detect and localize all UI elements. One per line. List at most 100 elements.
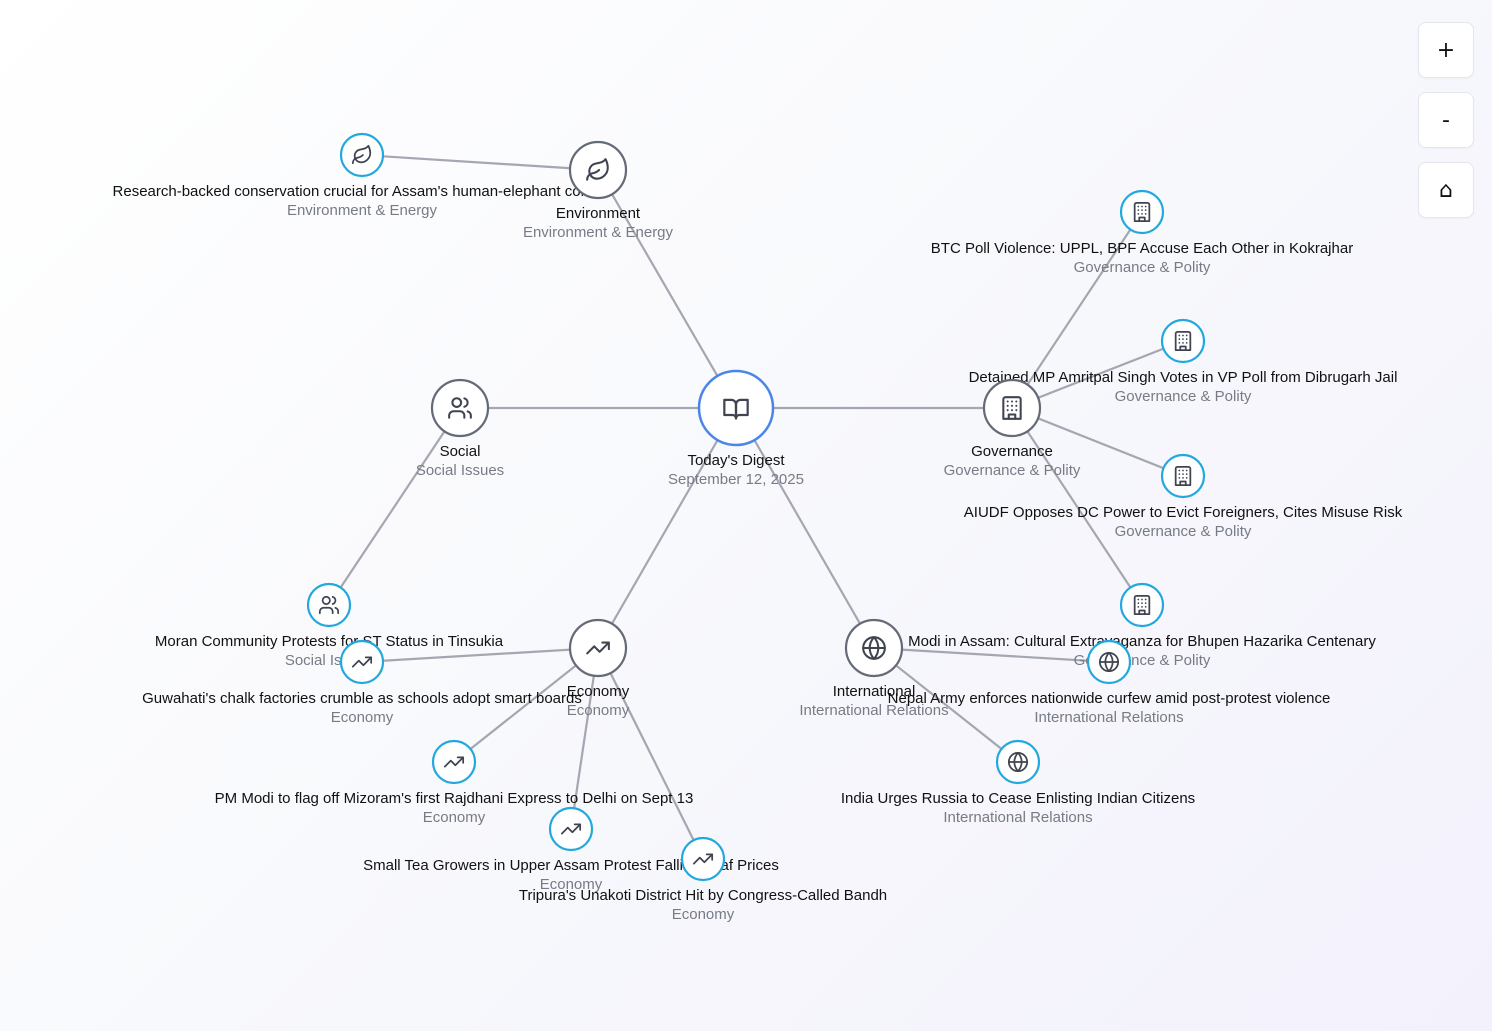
article-node-circle[interactable]	[431, 739, 477, 785]
zoom-out-button[interactable]: -	[1418, 92, 1474, 148]
category-node-subtitle: Economy	[567, 702, 630, 719]
article-node-a5[interactable]: Modi in Assam: Cultural Extravaganza for…	[908, 582, 1376, 669]
article-node-a6[interactable]: Moran Community Protests for ST Status i…	[155, 582, 504, 669]
leaf-icon	[351, 144, 372, 165]
edge-root-environment	[597, 169, 737, 409]
category-node-title: Governance	[971, 443, 1053, 460]
users-icon	[318, 595, 340, 615]
globe-icon	[862, 636, 886, 660]
root-node-title: Today's Digest	[687, 452, 785, 469]
article-node-circle[interactable]	[306, 582, 352, 628]
article-node-subtitle: International Relations	[1034, 709, 1183, 726]
article-node-title: Detained MP Amritpal Singh Votes in VP P…	[969, 369, 1398, 386]
globe-icon	[1098, 651, 1120, 673]
article-node-title: India Urges Russia to Cease Enlisting In…	[841, 790, 1195, 807]
article-node-a11[interactable]: Nepal Army enforces nationwide curfew am…	[888, 639, 1331, 726]
edge-economy-a9	[569, 647, 600, 830]
category-node-title: International	[833, 683, 916, 700]
edge-international-a12	[873, 647, 1019, 763]
article-node-circle[interactable]	[1160, 453, 1206, 499]
book-icon	[723, 398, 749, 420]
edge-root-international	[735, 407, 875, 649]
edge-international-a11	[873, 646, 1110, 664]
building-icon	[1174, 330, 1192, 352]
trending-up-icon	[560, 823, 582, 835]
trending-up-icon	[586, 641, 610, 655]
article-node-a9[interactable]: Small Tea Growers in Upper Assam Protest…	[363, 806, 779, 893]
article-node-subtitle: Environment & Energy	[287, 202, 438, 219]
nodes-layer: Research-backed conservation crucial for…	[113, 132, 1403, 923]
article-node-subtitle: Economy	[331, 709, 394, 726]
root-node-subtitle: September 12, 2025	[668, 471, 804, 488]
article-node-subtitle: Economy	[540, 876, 603, 893]
category-node-title: Environment	[556, 205, 641, 222]
trending-up-icon	[443, 756, 465, 768]
category-node-title: Social	[440, 443, 481, 460]
article-node-circle[interactable]	[1160, 318, 1206, 364]
article-node-subtitle: Economy	[423, 809, 486, 826]
article-node-a8[interactable]: PM Modi to flag off Mizoram's first Rajd…	[215, 739, 694, 826]
article-node-a3[interactable]: Detained MP Amritpal Singh Votes in VP P…	[969, 318, 1398, 405]
article-node-title: AIUDF Opposes DC Power to Evict Foreigne…	[964, 504, 1403, 521]
article-node-a2[interactable]: BTC Poll Violence: UPPL, BPF Accuse Each…	[931, 189, 1353, 276]
article-node-a4[interactable]: AIUDF Opposes DC Power to Evict Foreigne…	[964, 453, 1403, 540]
edge-governance-a5	[1011, 407, 1143, 606]
article-node-title: Tripura's Unakoti District Hit by Congre…	[519, 887, 887, 904]
category-node-circle[interactable]	[982, 378, 1042, 438]
building-icon	[1133, 594, 1151, 616]
reset-view-button[interactable]: ⌂	[1418, 162, 1474, 218]
article-node-title: Moran Community Protests for ST Status i…	[155, 633, 504, 650]
building-icon	[1174, 465, 1192, 487]
article-node-title: Guwahati's chalk factories crumble as sc…	[142, 690, 582, 707]
article-node-subtitle: Governance & Polity	[1115, 388, 1252, 405]
article-node-circle[interactable]	[680, 836, 726, 882]
article-node-circle[interactable]	[548, 806, 594, 852]
zoom-in-button[interactable]: +	[1418, 22, 1474, 78]
article-node-title: Modi in Assam: Cultural Extravaganza for…	[908, 633, 1376, 650]
article-node-subtitle: International Relations	[943, 809, 1092, 826]
edge-economy-a8	[453, 647, 599, 763]
edge-economy-a7	[361, 646, 599, 664]
article-node-a10[interactable]: Tripura's Unakoti District Hit by Congre…	[519, 836, 887, 923]
edge-social-a6	[328, 407, 461, 606]
category-node-circle[interactable]	[430, 378, 490, 438]
article-node-circle[interactable]	[1119, 582, 1165, 628]
edge-environment-a1	[361, 153, 599, 172]
edge-economy-a10	[597, 647, 704, 860]
leaf-icon	[586, 158, 609, 181]
category-node-subtitle: International Relations	[799, 702, 948, 719]
article-node-a7[interactable]: Guwahati's chalk factories crumble as sc…	[142, 639, 582, 726]
building-icon	[1002, 396, 1022, 420]
edge-governance-a4	[1011, 406, 1184, 478]
building-icon	[1133, 201, 1151, 223]
article-node-title: PM Modi to flag off Mizoram's first Rajd…	[215, 790, 694, 807]
edge-governance-a2	[1011, 211, 1143, 409]
category-node-subtitle: Social Issues	[416, 462, 504, 479]
category-node-circle[interactable]	[568, 618, 628, 678]
article-node-title: Small Tea Growers in Upper Assam Protest…	[363, 857, 779, 874]
article-node-subtitle: Governance & Polity	[1115, 523, 1252, 540]
article-node-title: Nepal Army enforces nationwide curfew am…	[888, 690, 1331, 707]
article-node-subtitle: Economy	[672, 906, 735, 923]
article-node-title: BTC Poll Violence: UPPL, BPF Accuse Each…	[931, 240, 1353, 257]
article-node-a1[interactable]: Research-backed conservation crucial for…	[113, 132, 613, 219]
article-node-circle[interactable]	[339, 639, 385, 685]
trending-up-icon	[692, 853, 714, 865]
article-node-circle[interactable]	[1119, 189, 1165, 235]
trending-up-icon	[351, 656, 373, 668]
users-icon	[448, 397, 472, 419]
edges-layer	[328, 153, 1184, 860]
edge-root-economy	[597, 407, 737, 649]
article-node-a12[interactable]: India Urges Russia to Cease Enlisting In…	[841, 739, 1195, 826]
category-node-title: Economy	[567, 683, 630, 700]
edge-governance-a3	[1011, 339, 1184, 410]
category-node-subtitle: Governance & Polity	[944, 462, 1081, 479]
article-node-title: Research-backed conservation crucial for…	[113, 183, 613, 200]
